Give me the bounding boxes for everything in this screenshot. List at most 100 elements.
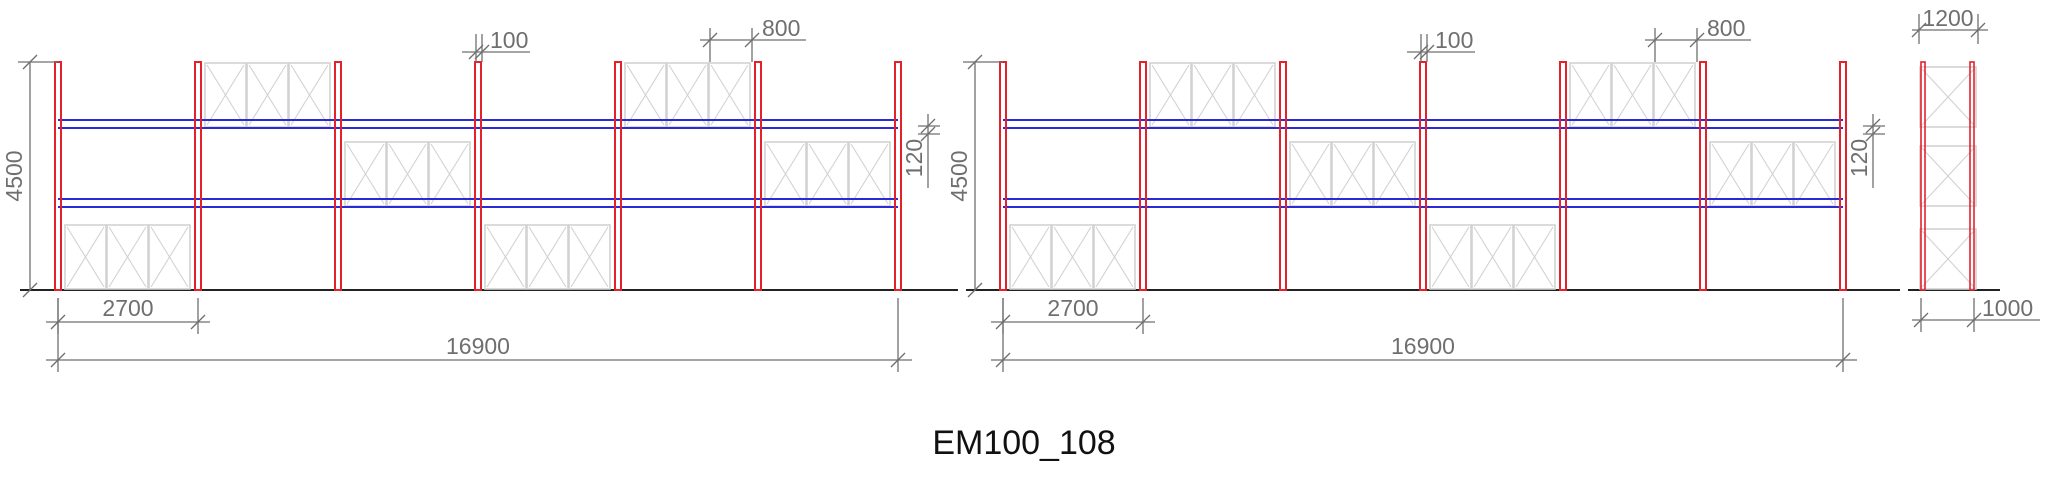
bay-width-dimension: 2700 xyxy=(991,295,1155,334)
pallet-cross xyxy=(808,143,847,205)
pallet-outline xyxy=(1471,224,1514,290)
upright-width-dimension: 100 xyxy=(1407,27,1475,62)
pallet-cross xyxy=(766,143,805,205)
pallet-cross xyxy=(108,226,147,288)
pallet-cross xyxy=(1613,64,1652,126)
beam-height-dimension: 120 xyxy=(1846,114,1885,188)
height-label: 4500 xyxy=(946,150,972,201)
pallet-outline xyxy=(568,224,611,290)
pallet xyxy=(666,62,709,128)
pallet-outline xyxy=(484,224,527,290)
pallet xyxy=(1611,62,1654,128)
pallet-width-dimension: 800 xyxy=(700,15,806,62)
pallet-cross xyxy=(486,226,525,288)
pallet-cross xyxy=(290,64,329,126)
pallet-outline xyxy=(1093,224,1136,290)
pallet xyxy=(1009,224,1052,290)
pallet-cross xyxy=(850,143,889,205)
pallet-cross xyxy=(1095,226,1134,288)
height-dimension: 4500 xyxy=(946,54,1003,298)
pallet xyxy=(1331,141,1374,207)
pallet xyxy=(708,62,751,128)
pallet xyxy=(806,141,849,207)
side-pallets xyxy=(1919,66,1977,290)
upright xyxy=(1279,61,1287,291)
pallet-cross xyxy=(206,64,245,126)
pallet xyxy=(1191,62,1234,128)
upright xyxy=(194,61,202,291)
pallet-cross xyxy=(626,64,665,126)
pallet-cross xyxy=(248,64,287,126)
pallet xyxy=(1793,141,1836,207)
pallet xyxy=(1919,66,1977,128)
upright xyxy=(894,61,902,291)
upright xyxy=(614,61,622,291)
pallet-cross xyxy=(388,143,427,205)
depth-dimension: 1000 xyxy=(1912,295,2040,332)
rack-elevation-1: 4500 2700 16900 100 xyxy=(1,15,958,372)
pallet-cross xyxy=(570,226,609,288)
pallet xyxy=(1919,145,1977,207)
pallet-outline xyxy=(526,224,569,290)
drawing-caption: EM100_108 xyxy=(932,424,1116,462)
pallet-cross xyxy=(1515,226,1554,288)
rack-elevation-2: 4500 2700 16900 100 xyxy=(946,15,1900,372)
pallet xyxy=(246,62,289,128)
height-dimension: 4500 xyxy=(1,54,58,298)
pallet xyxy=(1289,141,1332,207)
pallet-cross xyxy=(710,64,749,126)
pallet-cross xyxy=(1011,226,1050,288)
pallet xyxy=(568,224,611,290)
pallet xyxy=(484,224,527,290)
pallet-outline xyxy=(148,224,191,290)
pallet-cross xyxy=(1753,143,1792,205)
pallet xyxy=(1051,224,1094,290)
total-length-label: 16900 xyxy=(446,333,510,359)
bay-width-label: 2700 xyxy=(1047,295,1098,321)
pallet xyxy=(764,141,807,207)
pallet xyxy=(428,141,471,207)
pallet-outline xyxy=(106,224,149,290)
pallet-cross xyxy=(1795,143,1834,205)
pallet-cross xyxy=(346,143,385,205)
pallet-outline xyxy=(1919,145,1977,207)
pallet xyxy=(1709,141,1752,207)
upright xyxy=(999,61,1007,291)
pallet-outline xyxy=(1513,224,1556,290)
pallet-cross xyxy=(1921,230,1975,288)
pallet xyxy=(1093,224,1136,290)
top-width-label: 1200 xyxy=(1922,5,1973,31)
pallet xyxy=(1429,224,1472,290)
rack-bays xyxy=(999,61,1847,291)
pallet-outline xyxy=(1919,66,1977,128)
pallet-cross xyxy=(1151,64,1190,126)
pallet-cross xyxy=(1193,64,1232,126)
pallet-cross xyxy=(150,226,189,288)
upright xyxy=(1419,61,1427,291)
pallet xyxy=(288,62,331,128)
pallet-width-label: 800 xyxy=(762,15,800,41)
pallet-width-dimension: 800 xyxy=(1645,15,1751,62)
pallet xyxy=(204,62,247,128)
pallet xyxy=(1373,141,1416,207)
total-length-label: 16900 xyxy=(1391,333,1455,359)
pallet-cross xyxy=(66,226,105,288)
pallet-outline xyxy=(1051,224,1094,290)
pallet-cross xyxy=(1473,226,1512,288)
pallet-cross xyxy=(1711,143,1750,205)
pallet-width-label: 800 xyxy=(1707,15,1745,41)
pallet xyxy=(1919,228,1977,290)
pallet-cross xyxy=(1921,147,1975,205)
upright-width-dimension: 100 xyxy=(462,27,530,62)
pallet-cross xyxy=(430,143,469,205)
pallet-cross xyxy=(1053,226,1092,288)
upright xyxy=(1559,61,1567,291)
pallet xyxy=(64,224,107,290)
beam-height-label: 120 xyxy=(1846,139,1872,177)
pallet-cross xyxy=(1375,143,1414,205)
pallet-outline xyxy=(1919,228,1977,290)
pallet-outline xyxy=(1429,224,1472,290)
upright xyxy=(1139,61,1147,291)
pallet xyxy=(106,224,149,290)
